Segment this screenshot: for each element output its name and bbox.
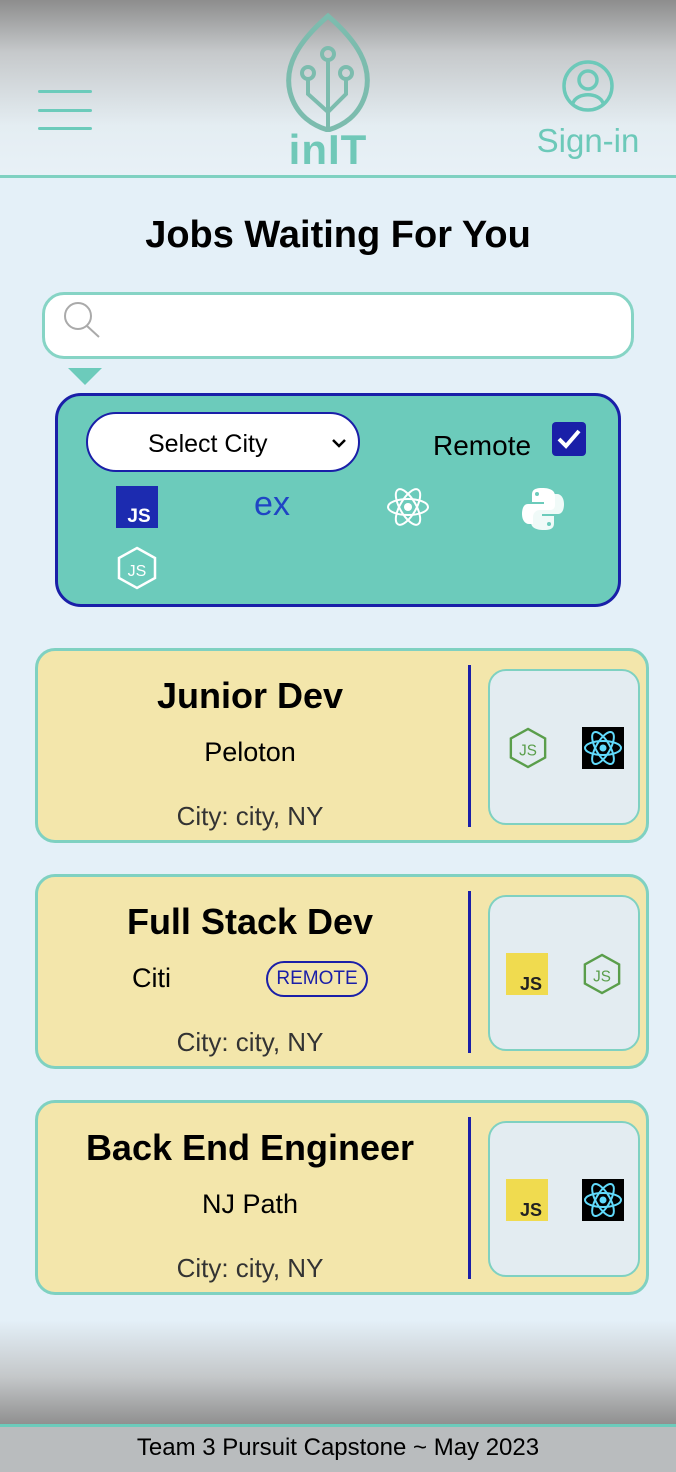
express-icon[interactable]: ex bbox=[248, 484, 296, 524]
svg-text:JS: JS bbox=[520, 974, 542, 994]
python-icon[interactable] bbox=[520, 486, 566, 532]
job-title: Junior Dev bbox=[156, 675, 344, 716]
svg-text:JS: JS bbox=[127, 506, 150, 527]
signin-label: Sign-in bbox=[536, 122, 640, 159]
job-card[interactable]: Junior Dev Peloton City: city, NY JS bbox=[35, 648, 649, 843]
search-icon bbox=[64, 302, 100, 338]
tech-stack-box: JS bbox=[488, 669, 640, 825]
job-city: City: city, NY bbox=[176, 1253, 324, 1283]
city-select[interactable]: Select City bbox=[86, 412, 360, 472]
job-city: City: city, NY bbox=[176, 1027, 324, 1057]
search-bar[interactable] bbox=[42, 292, 634, 359]
job-company: Citi bbox=[132, 963, 171, 993]
app-logo[interactable]: inIT bbox=[276, 12, 380, 173]
logo-text: inIT bbox=[288, 126, 368, 173]
job-title: Back End Engineer bbox=[85, 1127, 415, 1168]
chevron-down-icon bbox=[332, 439, 346, 448]
react-icon bbox=[582, 727, 624, 769]
user-avatar-icon bbox=[562, 60, 614, 112]
svg-text:JS: JS bbox=[520, 1200, 542, 1220]
remote-checkbox[interactable] bbox=[552, 422, 586, 456]
city-select-value: Select City bbox=[148, 430, 268, 458]
tech-stack-box: JS JS bbox=[488, 895, 640, 1051]
signin-button[interactable]: Sign-in bbox=[530, 58, 646, 162]
job-card[interactable]: Back End Engineer NJ Path City: city, NY… bbox=[35, 1100, 649, 1295]
leaf-circuit-icon bbox=[286, 12, 370, 133]
page-title: Jobs Waiting For You bbox=[145, 214, 531, 256]
hamburger-menu-icon[interactable] bbox=[38, 90, 92, 130]
job-city: City: city, NY bbox=[176, 801, 324, 831]
svg-text:JS: JS bbox=[128, 563, 147, 580]
footer: Team 3 Pursuit Capstone ~ May 2023 bbox=[0, 1424, 676, 1472]
nodejs-icon[interactable]: JS bbox=[116, 546, 158, 590]
nodejs-icon: JS bbox=[509, 727, 547, 769]
job-card[interactable]: Full Stack Dev Citi REMOTE City: city, N… bbox=[35, 874, 649, 1069]
remote-label: Remote bbox=[433, 430, 532, 461]
javascript-icon[interactable]: JS bbox=[116, 486, 158, 528]
job-title: Full Stack Dev bbox=[126, 901, 374, 942]
search-input[interactable] bbox=[109, 305, 619, 347]
checkmark-icon bbox=[557, 429, 581, 449]
card-divider bbox=[468, 891, 471, 1053]
filter-panel: Select City Remote JS ex JS bbox=[55, 393, 621, 607]
react-icon[interactable] bbox=[385, 484, 431, 530]
svg-text:ex: ex bbox=[254, 485, 290, 523]
tech-stack-box: JS bbox=[488, 1121, 640, 1277]
svg-text:JS: JS bbox=[519, 743, 537, 760]
app-header: inIT Sign-in bbox=[0, 0, 676, 178]
javascript-icon: JS bbox=[506, 1179, 548, 1221]
footer-gradient bbox=[0, 1320, 676, 1424]
remote-badge: REMOTE bbox=[266, 961, 368, 997]
svg-text:JS: JS bbox=[593, 969, 611, 986]
react-icon bbox=[582, 1179, 624, 1221]
javascript-icon: JS bbox=[506, 953, 548, 995]
card-divider bbox=[468, 1117, 471, 1279]
nodejs-icon: JS bbox=[583, 953, 621, 995]
filter-toggle-caret-icon[interactable] bbox=[68, 368, 102, 385]
footer-text: Team 3 Pursuit Capstone ~ May 2023 bbox=[136, 1434, 540, 1461]
card-divider bbox=[468, 665, 471, 827]
job-company: Peloton bbox=[204, 737, 296, 767]
job-company: NJ Path bbox=[201, 1189, 299, 1219]
